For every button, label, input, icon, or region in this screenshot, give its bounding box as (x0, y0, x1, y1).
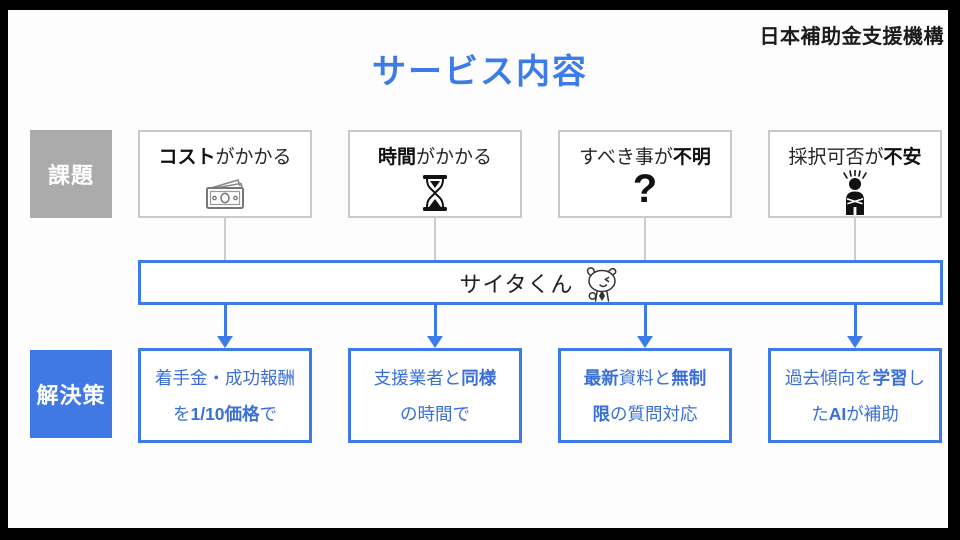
issue-card-time: 時間がかかる (348, 130, 522, 218)
page-title: サービス内容 (372, 53, 588, 91)
issue-label: 時間がかかる (377, 147, 493, 168)
question-icon: ? (633, 169, 657, 216)
issue-label: すべき事が不明 (579, 147, 711, 168)
rhino-mascot-icon (578, 266, 622, 308)
connector-line (224, 218, 226, 260)
solution-card-time: 支援業者と同様 の時間で (348, 348, 522, 443)
connector-line (854, 218, 856, 260)
hourglass-icon (420, 169, 450, 216)
saita-kun-bar: サイタくん (138, 260, 943, 305)
saita-kun-label: サイタくん (459, 271, 574, 297)
worried-person-icon (835, 169, 875, 216)
issue-card-anxiety: 採択可否が不安 (768, 130, 942, 218)
solution-text-line: 着手金・成功報酬 (155, 367, 295, 388)
issue-label: 採択可否が不安 (788, 147, 922, 168)
down-arrow (847, 305, 863, 348)
connector-line (644, 218, 646, 260)
solutions-row-label-text: 解決策 (36, 383, 106, 408)
solution-text-line: たAIが補助 (811, 403, 899, 424)
issue-card-cost: コストがかかる (138, 130, 312, 218)
connector-line (434, 218, 436, 260)
down-arrow (637, 305, 653, 348)
solutions-row-label: 解決策 (30, 350, 112, 438)
solution-text-line: 最新資料と無制 (583, 367, 707, 388)
issue-label: コストがかかる (158, 147, 292, 168)
issues-row-label: 課題 (30, 130, 112, 218)
down-arrow (217, 305, 233, 348)
money-icon (201, 169, 249, 216)
issue-card-unclear: すべき事が不明 ? (558, 130, 732, 218)
solution-text-line: 支援業者と同様 (373, 367, 497, 388)
issues-row-label-text: 課題 (47, 163, 94, 188)
question-glyph: ? (632, 166, 658, 211)
solution-text-line: の時間で (400, 403, 470, 424)
solution-card-qa: 最新資料と無制 限の質問対応 (558, 348, 732, 443)
solution-card-price: 着手金・成功報酬 を1/10価格で (138, 348, 312, 443)
solution-text-line: 限の質問対応 (592, 403, 698, 424)
org-name: 日本補助金支援機構 (759, 26, 944, 48)
solution-text-line: を1/10価格で (172, 403, 278, 424)
solution-card-ai: 過去傾向を学習し たAIが補助 (768, 348, 942, 443)
down-arrow (427, 305, 443, 348)
solution-text-line: 過去傾向を学習し (785, 367, 925, 388)
